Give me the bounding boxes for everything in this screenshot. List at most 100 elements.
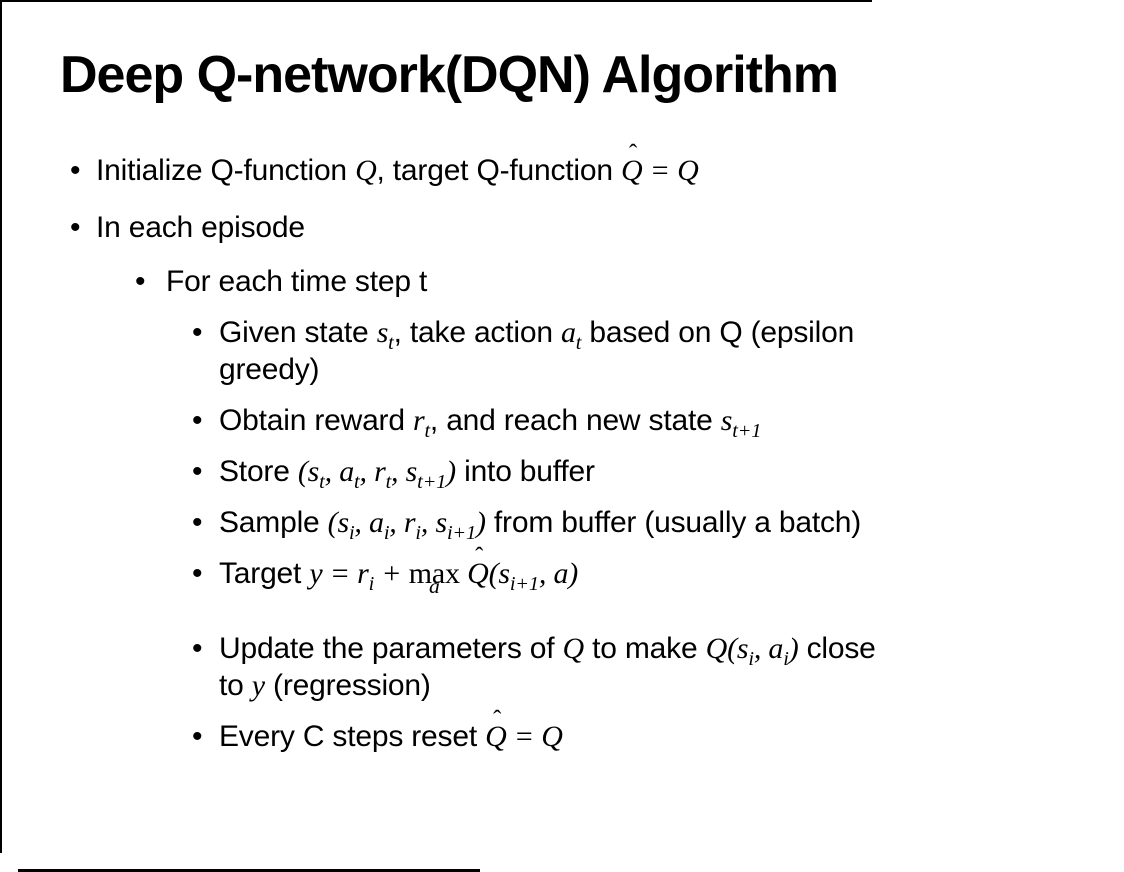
- math-run: at: [560, 316, 582, 355]
- math-subscript: t+1: [732, 420, 762, 443]
- bullet-content: Initialize Q-function Q, target Q-functi…: [96, 142, 699, 189]
- bullet-content: For each time step t: [166, 263, 427, 300]
- text-run: Given state: [219, 316, 377, 350]
- math-run: ,: [354, 506, 370, 540]
- hat-accent: ˆ: [475, 543, 484, 571]
- text-run: Target: [219, 557, 310, 591]
- math-run: Q: [541, 720, 563, 754]
- math-subscript: t: [319, 471, 325, 494]
- text-run: Every C steps reset: [219, 720, 486, 754]
- bullet-marker: •: [192, 506, 203, 540]
- bullet-content: Store (st, at, rt, st+1) into buffer: [219, 453, 595, 494]
- bullet-content: In each episode: [96, 209, 305, 246]
- bullet-content: Given state st, take action at based on …: [219, 314, 854, 388]
- slide-title: Deep Q-network(DQN) Algorithm: [60, 46, 839, 104]
- bullet-line: Given state st, take action at based on …: [219, 314, 855, 355]
- math-run: ): [446, 455, 456, 489]
- math-run: Q: [705, 632, 728, 666]
- math-subscript: t: [388, 332, 394, 355]
- math-subscript: i: [748, 648, 754, 671]
- bullet-line: Update the parameters of Q to make Q(si,…: [219, 630, 876, 671]
- math-run: si: [337, 506, 355, 545]
- math-run: ai: [768, 632, 789, 671]
- math-run: st+1: [405, 455, 447, 494]
- bullet-marker: •: [135, 265, 146, 299]
- text-run: Initialize Q-function: [96, 154, 356, 188]
- text-run: , and reach new state: [429, 404, 721, 438]
- math-subscript: t: [385, 471, 392, 494]
- text-run: to: [219, 669, 252, 703]
- math-run: at: [339, 455, 360, 494]
- text-run: Store: [219, 455, 298, 489]
- math-subscript: i+1: [446, 522, 476, 545]
- math-run: ,: [538, 557, 554, 591]
- math-run: +: [374, 557, 409, 591]
- text-run: , take action: [393, 316, 561, 350]
- math-subscript: t: [354, 471, 360, 494]
- max-label: max: [408, 557, 460, 591]
- math-run: Q: [485, 720, 507, 754]
- bullet-item: • Obtain reward rt, and reach new state s…: [0, 402, 1124, 443]
- math-run: ): [788, 632, 799, 666]
- math-run: ,: [389, 506, 404, 540]
- math-run: [460, 557, 467, 590]
- math-subscript: i: [383, 522, 390, 545]
- bullet-item: • Sample (si, ai, ri, si+1) from buffer (…: [0, 504, 1124, 545]
- math-subscript: i+1: [509, 573, 539, 596]
- math-run: Q: [677, 154, 699, 188]
- math-run: ,: [324, 455, 340, 489]
- math-run: si: [736, 632, 754, 671]
- bullet-line: Sample (si, ai, ri, si+1) from buffer (u…: [219, 504, 862, 545]
- bullet-line: Initialize Q-function Q, target Q-functi…: [96, 142, 699, 189]
- math-run: (: [297, 455, 308, 489]
- bullet-item: •Update the parameters of Q to make Q(si…: [0, 630, 1124, 704]
- text-run: to make: [584, 632, 706, 666]
- bullet-line: Obtain reward rt, and reach new state st…: [219, 402, 762, 443]
- math-subscript: i: [783, 648, 789, 671]
- slide-border-left: [0, 0, 2, 853]
- bullet-line: greedy): [219, 351, 854, 388]
- math-subscript: i: [368, 573, 375, 596]
- math-run: si+1: [498, 557, 539, 596]
- text-run: from buffer (usually a batch): [485, 506, 862, 540]
- text-run: (regression): [264, 669, 431, 703]
- math-run: ): [568, 557, 579, 591]
- bullet-content: Obtain reward rt, and reach new state st…: [219, 402, 762, 443]
- math-subscript: t+1: [417, 471, 447, 494]
- text-run: Obtain reward: [219, 404, 413, 438]
- text-run: close: [798, 632, 876, 666]
- hat-accent: ˆ: [493, 706, 502, 734]
- bullet-item: •In each episode: [0, 209, 1124, 246]
- text-run: into buffer: [455, 455, 595, 489]
- bullet-item: •Given state st, take action at based on…: [0, 314, 1124, 388]
- math-run: ,: [391, 455, 406, 489]
- math-run: =: [322, 557, 358, 591]
- text-run: Sample: [219, 506, 328, 540]
- math-run: st: [307, 455, 325, 494]
- math-run: ai: [369, 506, 390, 545]
- bullet-marker: •: [192, 557, 203, 591]
- text-run: based on Q (epsilon: [581, 316, 855, 350]
- bullet-item: •Store (st, at, rt, st+1) into buffer: [0, 453, 1124, 494]
- bullet-marker: •: [192, 720, 203, 754]
- bullet-item: • For each time step t: [0, 263, 1124, 300]
- math-run: rt: [374, 455, 392, 494]
- math-run: si+1: [435, 506, 476, 545]
- math-run: rt: [412, 404, 430, 443]
- math-run: Q: [562, 632, 585, 666]
- math-run: a: [553, 557, 569, 591]
- text-run: greedy): [219, 353, 320, 387]
- text-run: For each time step t: [166, 265, 428, 299]
- bullet-line: Store (st, at, rt, st+1) into buffer: [219, 453, 595, 494]
- math-run: (: [327, 506, 338, 540]
- math-run: Q: [620, 154, 643, 188]
- bullet-content: Sample (si, ai, ri, si+1) from buffer (u…: [219, 504, 862, 545]
- bullet-marker: •: [192, 404, 203, 438]
